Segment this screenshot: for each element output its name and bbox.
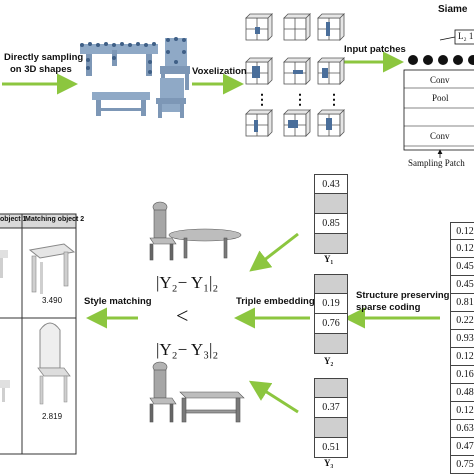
matched-table-image [28, 243, 76, 259]
voxel-cube [245, 109, 273, 137]
l2-connector [439, 36, 456, 41]
point-cloud-table-lower [92, 92, 150, 116]
voxelization-label: Voxelization [192, 66, 247, 77]
y1-values-cell: 0.43 [314, 174, 348, 194]
input-patches-label: Input patches [344, 44, 406, 55]
y3-label: Y₃ [324, 458, 334, 468]
cnn-layer-conv-2: Conv [430, 131, 450, 141]
score-1: 3.490 [42, 296, 63, 305]
score-2: 2.819 [42, 412, 63, 421]
y3-vector: 0.37 0.51 [314, 378, 348, 458]
matched-chair-image [39, 322, 61, 369]
arrow-y1-to-top [249, 232, 299, 272]
grid-dots-1: ⋮ [255, 93, 269, 108]
l2-label: L₂ 1 [458, 31, 474, 41]
less-than-sign: < [176, 303, 189, 328]
sparse-coding-label-2: sparse coding [356, 302, 421, 313]
siamese-label: Siame [438, 4, 468, 15]
voxel-cube [283, 57, 311, 85]
voxel-cube [245, 57, 273, 85]
y2-values-cell [314, 334, 348, 354]
chair-render-top [149, 201, 177, 261]
point-cloud-chair-lower [156, 78, 186, 118]
sparse-vector-cell: 0.48 [450, 384, 474, 402]
rect-table-render [179, 391, 245, 423]
sparse-coding-label-1: Structure preserving [356, 290, 450, 301]
voxel-cube [317, 13, 345, 41]
y3-values-cell [314, 418, 348, 438]
grid-dots-2: ⋮ [293, 93, 307, 108]
sparse-vector-cell: 0.81 [450, 294, 474, 312]
sparse-vector-cell: 0.45 [450, 276, 474, 294]
sparse-vector-cell: 0.63 [450, 420, 474, 438]
y1-vector: 0.43 0.85 [314, 174, 348, 254]
sparse-vector-cell: 0.12 [450, 222, 474, 240]
voxel-grid [245, 13, 345, 137]
point-cloud-table [80, 42, 158, 76]
sparse-vector-cell: 0.47 [450, 438, 474, 456]
y1-values-cell [314, 234, 348, 254]
y2-values-cell [314, 274, 348, 294]
sampling-label-2: on 3D shapes [10, 64, 72, 75]
sampling-patch-label: Sampling Patch [408, 158, 465, 168]
sparse-vector-cell: 0.45 [450, 258, 474, 276]
voxel-cube [317, 109, 345, 137]
formula-bottom: |Y₂− Y₃|₂ [156, 340, 219, 359]
style-matching-label: Style matching [84, 296, 152, 307]
voxel-cube [245, 13, 273, 41]
voxel-cube [317, 57, 345, 85]
cnn-layer-conv-1: Conv [430, 75, 450, 85]
voxel-cube [283, 109, 311, 137]
sparse-vector-cell: 0.16 [450, 366, 474, 384]
input-neurons [408, 55, 474, 65]
sparse-vector-cell: 0.22 [450, 312, 474, 330]
sampling-label-1: Directly sampling [4, 52, 84, 63]
cnn-layer-pool: Pool [432, 93, 449, 103]
matching-table [0, 213, 77, 455]
y2-values-cell: 0.19 [314, 294, 348, 314]
y3-values-cell [314, 378, 348, 398]
sparse-vector-cell: 0.12 [450, 402, 474, 420]
arrow-y3-to-bottom [248, 380, 299, 414]
round-table-render [168, 228, 242, 259]
grid-dots-3: ⋮ [327, 93, 341, 108]
y1-values-cell: 0.85 [314, 214, 348, 234]
sparse-vector-cell: 0.93 [450, 330, 474, 348]
y1-values-cell [314, 194, 348, 214]
y2-values-cell: 0.76 [314, 314, 348, 334]
table-header-1: object 1 [0, 216, 27, 223]
voxel-cube [283, 13, 311, 41]
y1-label: Y₁ [324, 254, 334, 264]
triple-embedding-label: Triple embedding [236, 296, 315, 307]
sparse-vector-cell: 0.75 [450, 456, 474, 474]
sparse-vector-cell: 0.12 [450, 240, 474, 258]
chair-render-bottom [149, 361, 177, 423]
formula-top: |Y₂− Y₁|₂ [156, 273, 219, 292]
sparse-vector-cell: 0.12 [450, 348, 474, 366]
y3-values-cell: 0.51 [314, 438, 348, 458]
table-header-2: Matching object 2 [25, 216, 85, 223]
y3-values-cell: 0.37 [314, 398, 348, 418]
y2-label: Y₂ [324, 356, 334, 366]
